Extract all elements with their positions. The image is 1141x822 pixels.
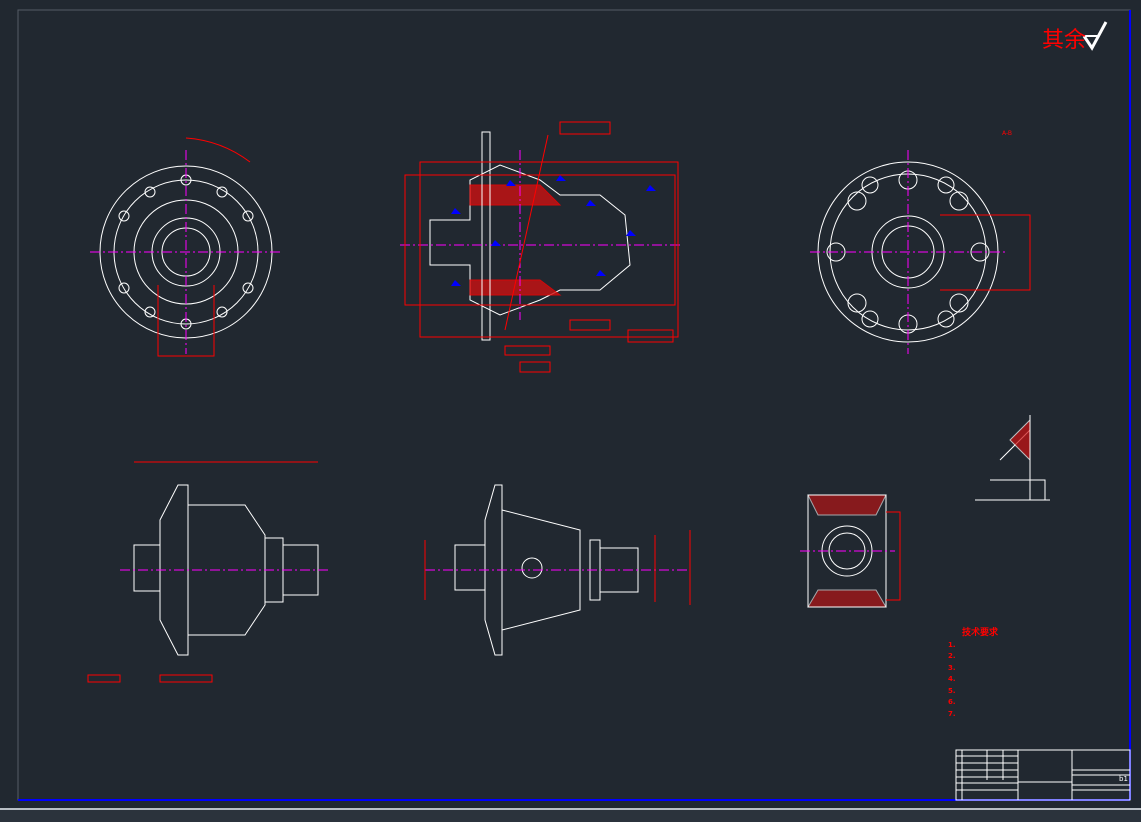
side-view-middle [424, 484, 691, 656]
sheet-number: b1 [1119, 775, 1128, 783]
tech-requirements-title: 技术要求 [962, 628, 999, 638]
tech-item: 6. [948, 698, 956, 706]
datum-reference: A-B [1002, 130, 1013, 137]
section-view-b [800, 494, 901, 608]
surface-finish-note: 其余 [1042, 28, 1087, 53]
section-view-main [400, 121, 680, 373]
tech-item: 3. [948, 663, 956, 672]
tech-item: 4. [948, 675, 956, 683]
roughness-check-icon [1082, 21, 1108, 51]
tech-item: 1. [948, 640, 956, 649]
side-view-left [87, 461, 330, 683]
end-view-left [90, 137, 282, 357]
detail-view [975, 415, 1050, 501]
tech-item: 2. [948, 652, 956, 660]
status-bar [0, 808, 1141, 822]
tech-item: 5. [948, 686, 956, 695]
tech-requirements: 技术要求 1. 2. 3. 4. 5. 6. 7. [948, 628, 998, 720]
title-block [955, 749, 1131, 801]
end-view-right [810, 150, 1031, 354]
tech-item: 7. [948, 709, 956, 718]
